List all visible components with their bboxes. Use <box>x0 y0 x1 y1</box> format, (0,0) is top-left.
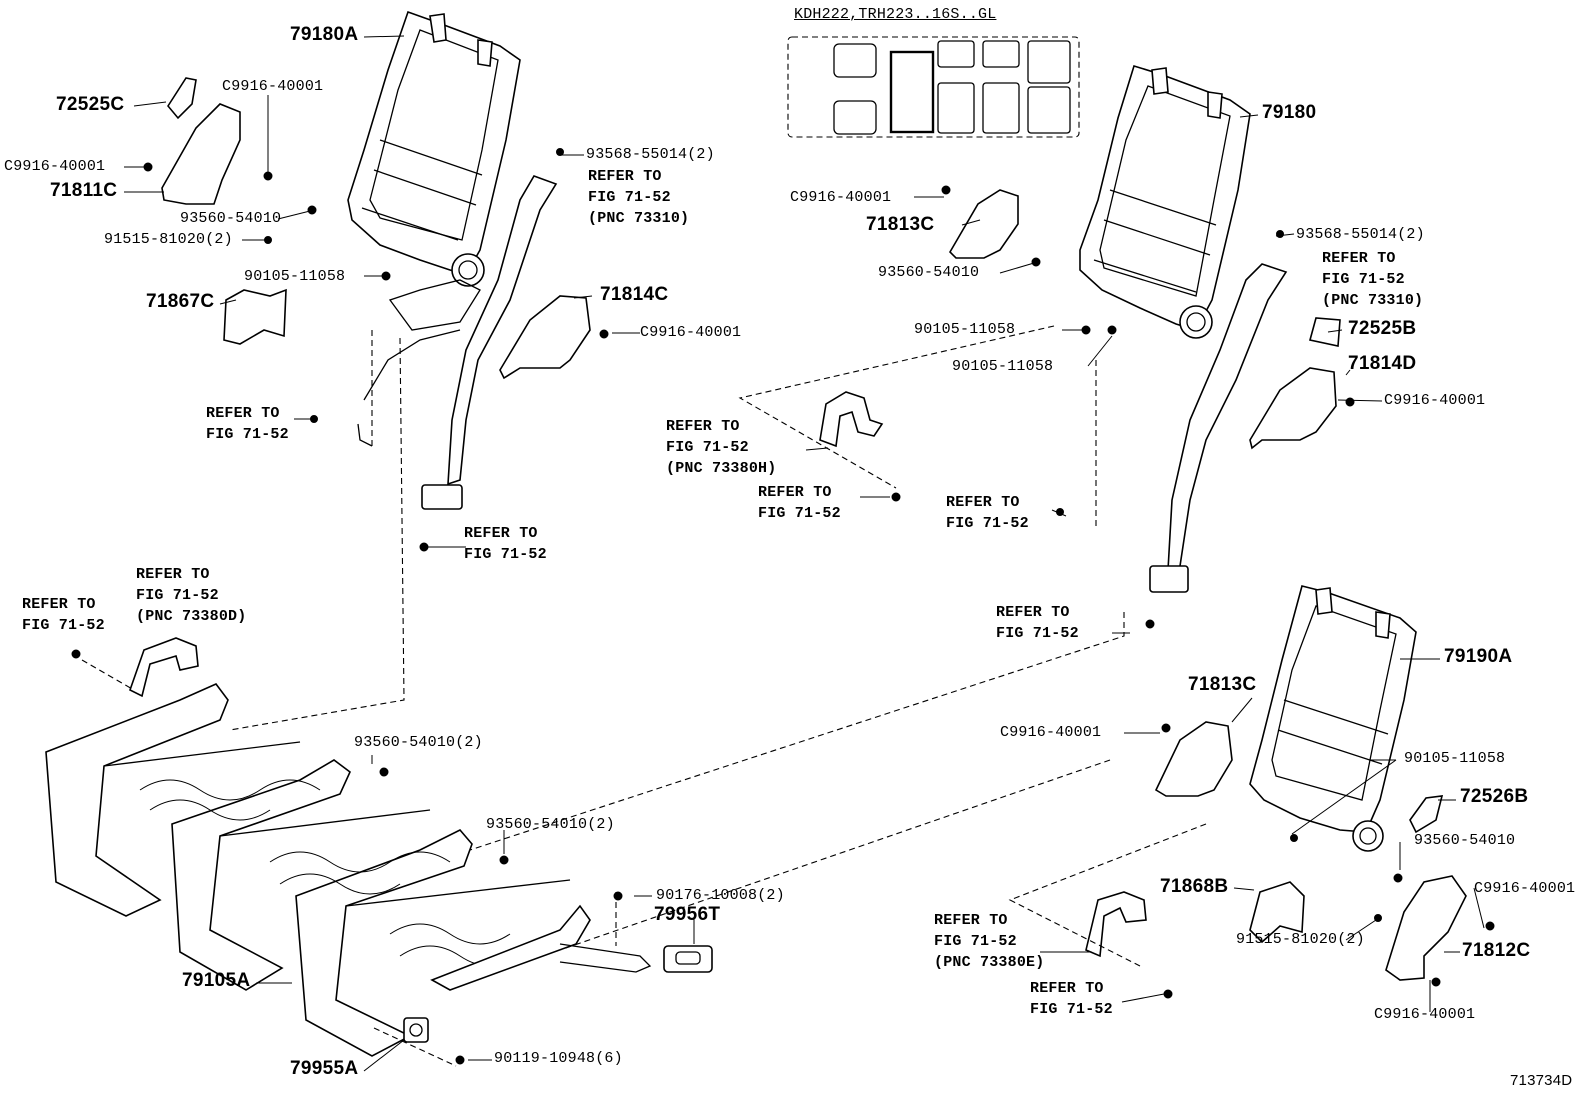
refer-note-pnc-73380h[interactable]: REFER TO FIG 71-52 (PNC 73380H) <box>666 418 777 477</box>
callout-91515-a[interactable]: 91515-81020(2) <box>104 231 233 248</box>
refer-note-pnc-73310-left[interactable]: REFER TO FIG 71-52 (PNC 73310) <box>588 168 690 227</box>
buckle-73380e <box>1085 891 1147 958</box>
refer-note-pnc-73380d[interactable]: REFER TO FIG 71-52 (PNC 73380D) <box>136 566 247 625</box>
part-label-72525b[interactable]: 72525B <box>1348 318 1417 339</box>
cover-79956t <box>663 945 713 973</box>
callout-91515-b[interactable]: 91515-81020(2) <box>1236 931 1365 948</box>
cover-79956t-slot <box>675 951 701 965</box>
seat-cushion-frame-79105a <box>45 683 652 1057</box>
part-label-71814d[interactable]: 71814D <box>1348 353 1417 374</box>
callout-90105-d[interactable]: 90105-11058 <box>1404 750 1506 767</box>
part-label-79180a[interactable]: 79180A <box>290 24 359 45</box>
cover-71814c <box>499 295 591 380</box>
callout-c9916-c[interactable]: C9916-40001 <box>640 324 742 341</box>
refer-note-right-belt[interactable]: REFER TO FIG 71-52 <box>946 494 1029 532</box>
cover-71813c-bottom <box>1154 721 1233 797</box>
callout-c9916-g[interactable]: C9916-40001 <box>1474 880 1576 897</box>
callout-93560-b[interactable]: 93560-54010 <box>878 264 980 281</box>
callout-93560-d[interactable]: 93560-54010(2) <box>354 734 483 751</box>
callout-90105-a[interactable]: 90105-11058 <box>244 268 346 285</box>
callout-93568-b[interactable]: 93568-55014(2) <box>1296 226 1425 243</box>
part-label-79956t[interactable]: 79956T <box>654 904 721 925</box>
refer-note-left-buckle-bolt[interactable]: REFER TO FIG 71-52 <box>22 596 105 634</box>
seat-layout-inset <box>787 36 1080 138</box>
part-label-79190a[interactable]: 79190A <box>1444 646 1513 667</box>
cover-79955a <box>403 1017 429 1043</box>
callout-93560-a[interactable]: 93560-54010 <box>180 210 282 227</box>
callout-c9916-e[interactable]: C9916-40001 <box>1384 392 1486 409</box>
part-label-71811c[interactable]: 71811C <box>50 180 118 201</box>
refer-note-right-buckle-bolt[interactable]: REFER TO FIG 71-52 <box>1030 980 1113 1018</box>
assembly-guide-lines <box>81 325 1207 1067</box>
callout-93568-a[interactable]: 93568-55014(2) <box>586 146 715 163</box>
cover-71812c <box>1385 875 1467 981</box>
callout-c9916-a[interactable]: C9916-40001 <box>222 78 324 95</box>
part-label-79105a[interactable]: 79105A <box>182 970 251 991</box>
seat-back-frame-79180a <box>347 10 521 331</box>
callout-c9916-f[interactable]: C9916-40001 <box>1000 724 1102 741</box>
callout-93560-c[interactable]: 93560-54010 <box>1414 832 1516 849</box>
belt-anchor-right <box>1149 565 1189 593</box>
callout-90176[interactable]: 90176-10008(2) <box>656 887 785 904</box>
buckle-73380h <box>819 391 884 448</box>
part-label-72525c[interactable]: 72525C <box>56 94 125 115</box>
refer-note-mid-bolt[interactable]: REFER TO FIG 71-52 <box>758 484 841 522</box>
part-label-71867c[interactable]: 71867C <box>146 291 215 312</box>
refer-note-right-anchor[interactable]: REFER TO FIG 71-52 <box>996 604 1079 642</box>
cover-79955a-hole <box>409 1023 423 1037</box>
callout-c9916-b[interactable]: C9916-40001 <box>4 158 106 175</box>
seat-belt-left <box>357 175 558 510</box>
part-label-71868b[interactable]: 71868B <box>1160 876 1229 897</box>
cover-71868b <box>1249 881 1305 944</box>
callout-90119[interactable]: 90119-10948(6) <box>494 1050 623 1067</box>
refer-note-pnc-73310-right[interactable]: REFER TO FIG 71-52 (PNC 73310) <box>1322 250 1424 309</box>
cover-71811c <box>161 103 241 205</box>
part-label-71813c-top[interactable]: 71813C <box>866 214 935 235</box>
refer-note-left-belt[interactable]: REFER TO FIG 71-52 <box>206 405 289 443</box>
callout-90105-c[interactable]: 90105-11058 <box>952 358 1054 375</box>
buckle-73380d <box>129 637 199 698</box>
refer-note-pnc-73380e[interactable]: REFER TO FIG 71-52 (PNC 73380E) <box>934 912 1045 971</box>
cover-72525c <box>167 77 197 120</box>
callout-90105-b[interactable]: 90105-11058 <box>914 321 1016 338</box>
part-label-72526b[interactable]: 72526B <box>1460 786 1529 807</box>
figure-number: 713734D <box>1510 1072 1573 1089</box>
cover-71813c-top <box>948 189 1019 259</box>
leader-lines <box>124 35 1485 1072</box>
refer-note-left-anchor[interactable]: REFER TO FIG 71-52 <box>464 525 547 563</box>
callout-c9916-h[interactable]: C9916-40001 <box>1374 1006 1476 1023</box>
part-label-71814c[interactable]: 71814C <box>600 284 669 305</box>
callout-c9916-d[interactable]: C9916-40001 <box>790 189 892 206</box>
seat-back-frame-79180 <box>1079 65 1251 339</box>
seat-back-frame-79190a <box>1249 585 1417 852</box>
cover-71814d <box>1249 367 1337 450</box>
fasteners <box>71 148 1495 1065</box>
part-label-79955a[interactable]: 79955A <box>290 1058 359 1079</box>
part-label-71813c-bottom[interactable]: 71813C <box>1188 674 1257 695</box>
cover-72525b <box>1309 317 1341 347</box>
model-code-header: KDH222,TRH223..16S..GL <box>794 6 997 23</box>
cover-71867c <box>223 288 287 345</box>
part-label-79180[interactable]: 79180 <box>1262 102 1317 123</box>
callout-93560-e[interactable]: 93560-54010(2) <box>486 816 615 833</box>
part-label-71812c[interactable]: 71812C <box>1462 940 1531 961</box>
cover-72526b <box>1409 795 1444 834</box>
